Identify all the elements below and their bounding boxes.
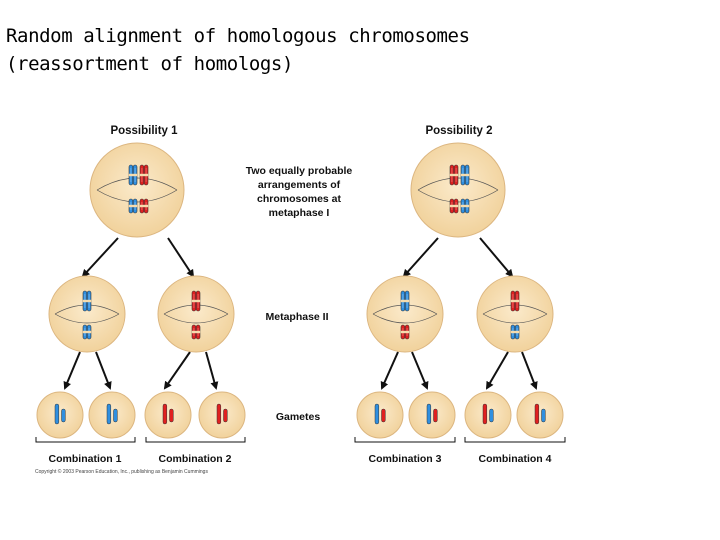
- combination-3-label: Combination 3: [369, 453, 442, 465]
- chromosome-large: [460, 164, 470, 186]
- chromosome-small: [191, 324, 201, 340]
- chromatid-small: [489, 408, 494, 423]
- chromatid-small: [433, 408, 438, 423]
- metaphase-1-cell-possibility-1: [89, 142, 185, 238]
- gametes-label: Gametes: [276, 411, 321, 423]
- chromosome-large: [128, 164, 138, 186]
- chromosome-large: [139, 164, 149, 186]
- chromosome-large: [449, 164, 459, 186]
- note-line-1: Two equally probable: [246, 165, 353, 177]
- chromosome-small: [400, 324, 410, 340]
- metaphase-2-cell-4: [476, 275, 554, 353]
- bracket-4: [464, 437, 566, 443]
- chromatid-large: [54, 403, 60, 425]
- bracket-1: [35, 437, 136, 443]
- chromosome-small: [139, 198, 149, 214]
- chromosome-small: [449, 198, 459, 214]
- note-line-2: arrangements of: [258, 179, 341, 191]
- gamete-8: [516, 391, 564, 439]
- bracket-3: [354, 437, 456, 443]
- gamete-3: [144, 391, 192, 439]
- chromosome-large: [400, 290, 410, 312]
- metaphase-2-cell-3: [366, 275, 444, 353]
- gamete-6: [408, 391, 456, 439]
- chromatid-large: [216, 403, 222, 425]
- chromosome-small: [128, 198, 138, 214]
- metaphase-2-label: Metaphase II: [265, 311, 328, 323]
- chromosome-large: [510, 290, 520, 312]
- combination-4-label: Combination 4: [479, 453, 552, 465]
- chromosome-large: [82, 290, 92, 312]
- slide-title: Random alignment of homologous chromosom…: [6, 22, 470, 78]
- title-line-1: Random alignment of homologous chromosom…: [6, 25, 470, 47]
- bracket-2: [145, 437, 246, 443]
- note-line-3: chromosomes at: [257, 193, 342, 205]
- possibility-1-label: Possibility 1: [110, 125, 178, 137]
- chromatid-small: [113, 408, 118, 423]
- gamete-4: [198, 391, 246, 439]
- copyright-note: Copyright © 2003 Pearson Education, Inc.…: [35, 468, 208, 475]
- metaphase-1-note: Two equally probable arrangements of chr…: [246, 165, 353, 219]
- gamete-2: [88, 391, 136, 439]
- chromosome-small: [82, 324, 92, 340]
- combination-1-label: Combination 1: [49, 453, 122, 465]
- chromatid-small: [61, 408, 66, 423]
- chromosome-small: [510, 324, 520, 340]
- cells-layer: [36, 142, 564, 439]
- note-line-4: metaphase I: [269, 207, 330, 219]
- chromatid-small: [223, 408, 228, 423]
- chromatid-small: [169, 408, 174, 423]
- combination-2-label: Combination 2: [159, 453, 232, 465]
- metaphase-2-cell-1: [48, 275, 126, 353]
- chromatid-large: [162, 403, 168, 425]
- chromatid-large: [482, 403, 488, 425]
- chromatid-large: [534, 403, 540, 425]
- chromatid-large: [106, 403, 112, 425]
- possibility-2-label: Possibility 2: [425, 125, 492, 137]
- chromosome-large: [191, 290, 201, 312]
- gamete-5: [356, 391, 404, 439]
- title-line-2: (reassortment of homologs): [6, 53, 294, 75]
- combination-brackets: [35, 437, 566, 443]
- gamete-7: [464, 391, 512, 439]
- gamete-1: [36, 391, 84, 439]
- arrows: [63, 237, 538, 390]
- metaphase-2-cell-2: [157, 275, 235, 353]
- chromosome-small: [460, 198, 470, 214]
- chromatid-large: [374, 403, 380, 425]
- chromatid-small: [381, 408, 386, 423]
- metaphase-1-cell-possibility-2: [410, 142, 506, 238]
- chromatid-small: [541, 408, 546, 423]
- chromatid-large: [426, 403, 432, 425]
